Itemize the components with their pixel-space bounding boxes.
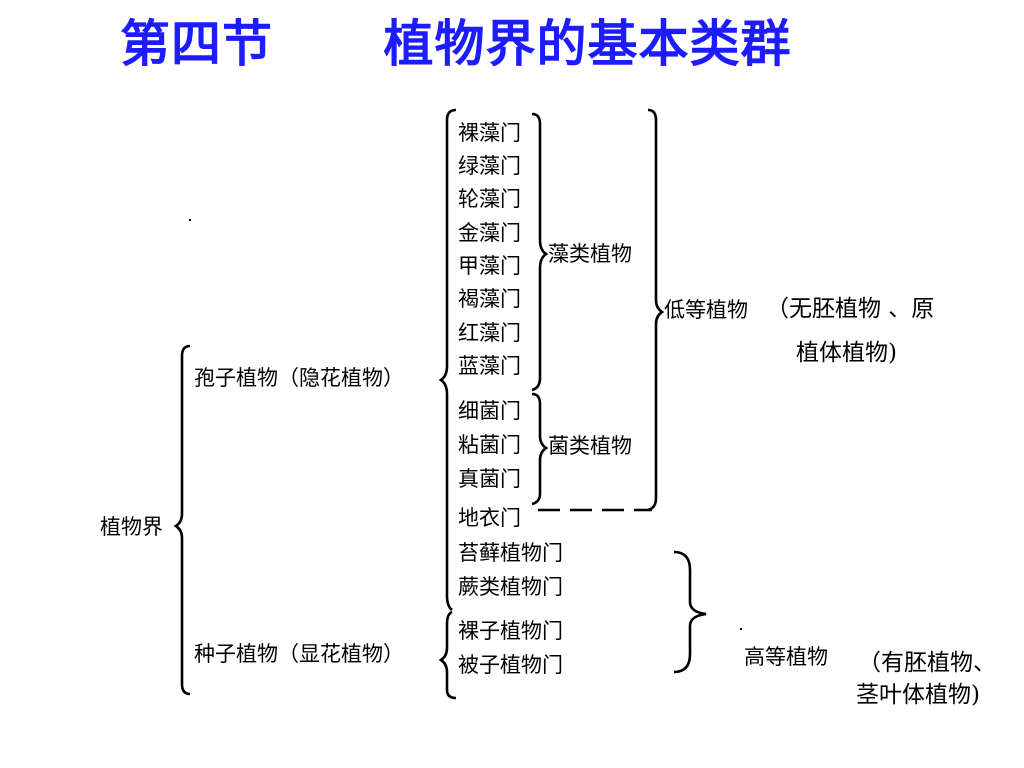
phylum-label: 粘菌门: [458, 433, 521, 457]
phylum-label: 苔藓植物门: [458, 541, 563, 565]
lower-plants-brace: [647, 108, 665, 512]
spore-brace: [438, 108, 457, 612]
stray-dot-bottom: [740, 628, 742, 630]
lichen-label: 地衣门: [458, 506, 521, 530]
phylum-label: 被子植物门: [458, 653, 563, 677]
seed-brace: [438, 610, 457, 700]
lower-plants-label: 低等植物: [664, 298, 748, 322]
root-brace: [173, 344, 191, 696]
section-number: 第四节: [120, 14, 273, 73]
phylum-label: 裸子植物门: [458, 619, 563, 643]
phylum-label: 绿藻门: [458, 154, 521, 178]
phylum-label: 蕨类植物门: [458, 575, 563, 599]
phylum-label: 红藻门: [458, 321, 521, 345]
phylum-label: 裸藻门: [458, 121, 521, 145]
lower-plants-note-cont: 植体植物): [796, 340, 897, 366]
higher-plants-label: 高等植物: [744, 645, 828, 669]
phylum-label: 蓝藻门: [458, 354, 521, 378]
seed-plants-label: 种子植物（显花植物）: [194, 642, 404, 666]
spore-plants-label: 孢子植物（隐花植物）: [194, 366, 404, 390]
algae-group-label: 藻类植物: [548, 242, 632, 266]
phylum-label: 金藻门: [458, 221, 521, 245]
higher-plants-note: （有胚植物、: [858, 650, 996, 676]
phylum-label: 轮藻门: [458, 187, 521, 211]
phylum-label: 真菌门: [458, 467, 521, 491]
phylum-label: 甲藻门: [458, 254, 521, 278]
phylum-label: 细菌门: [458, 399, 521, 423]
section-heading: 植物界的基本类群: [383, 14, 792, 73]
algae-brace: [531, 112, 549, 392]
higher-plants-note-cont: 茎叶体植物): [856, 682, 980, 708]
lower-plants-note: （无胚植物 、原: [766, 296, 935, 322]
page-title: 第四节 植物界的基本类群: [120, 8, 791, 80]
higher-plants-brace: [673, 550, 707, 674]
fungi-brace: [531, 392, 549, 506]
phylum-label: 褐藻门: [458, 287, 521, 311]
fungi-group-label: 菌类植物: [548, 434, 632, 458]
kingdom-label: 植物界: [100, 515, 163, 539]
stray-dot-top: [189, 219, 191, 221]
